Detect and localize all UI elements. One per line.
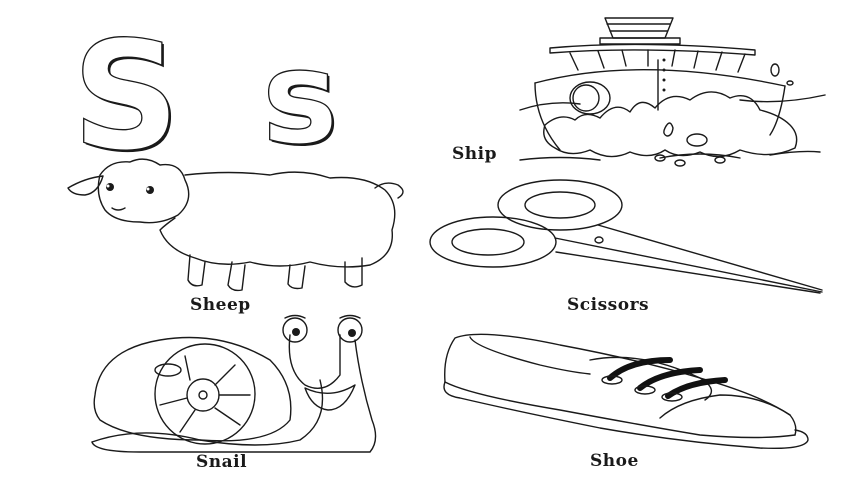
uppercase-s-letter: S [71, 10, 181, 184]
sheep-label: Sheep [190, 295, 251, 315]
scissors-label: Scissors [567, 295, 650, 315]
lowercase-s-letter: s [261, 24, 339, 173]
shoe-label: Shoe [590, 451, 639, 471]
snail-label: Snail [196, 452, 248, 472]
ship-label: Ship [452, 144, 497, 164]
